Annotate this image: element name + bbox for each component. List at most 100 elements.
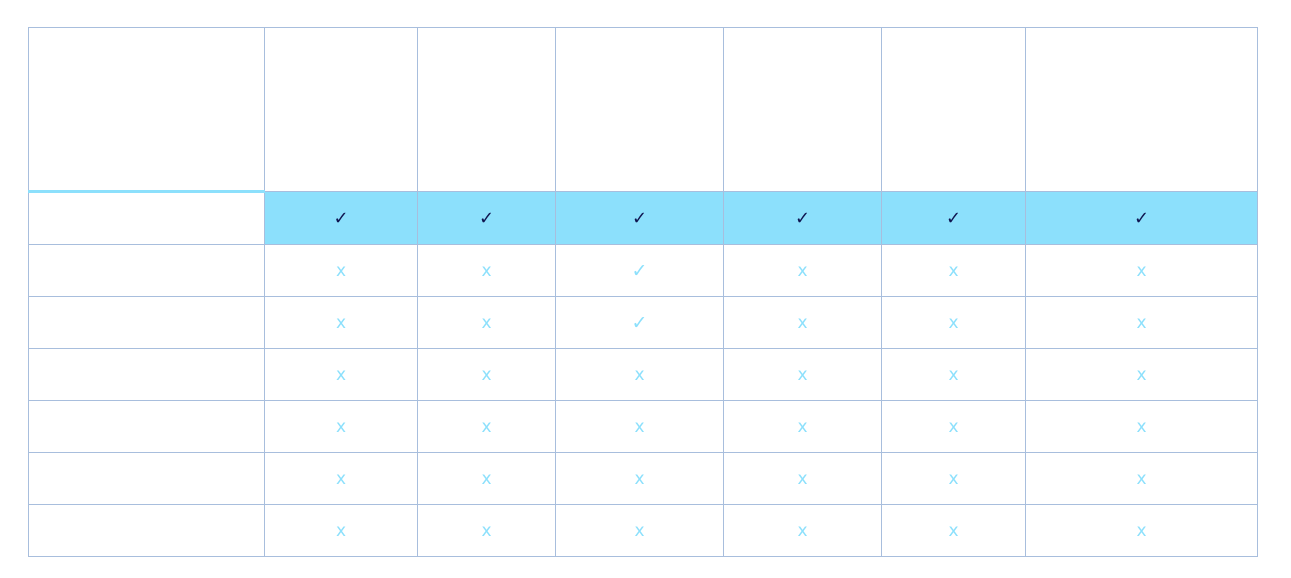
cross-icon: x: [948, 312, 959, 333]
table-row: x x ✓ x x x: [28, 296, 1258, 349]
row-label: [28, 296, 265, 349]
check-icon: ✓: [1133, 207, 1150, 229]
table-cell: x: [881, 452, 1026, 505]
row-label: [28, 190, 265, 245]
cross-icon: x: [481, 364, 492, 385]
cross-icon: x: [481, 260, 492, 281]
table-cell: x: [417, 296, 556, 349]
table-cell: ✓: [555, 244, 724, 297]
cross-icon: x: [335, 416, 347, 437]
table-cell: x: [723, 452, 882, 505]
header-cell-5: [881, 27, 1026, 192]
header-cell-2: [417, 27, 556, 192]
cross-icon: x: [634, 520, 645, 541]
cross-icon: x: [481, 468, 492, 489]
table-row: ✓ ✓ ✓ ✓ ✓ ✓: [28, 190, 1258, 245]
check-icon: ✓: [631, 311, 648, 334]
table-cell: x: [723, 244, 882, 297]
row-label: [28, 400, 265, 453]
cross-icon: x: [797, 312, 808, 333]
table-cell: x: [723, 504, 882, 557]
table-cell: x: [1025, 244, 1258, 297]
table-cell: x: [1025, 504, 1258, 557]
header-cell-label: [28, 27, 265, 192]
table-cell: x: [264, 244, 418, 297]
cross-icon: x: [1136, 312, 1147, 333]
cross-icon: x: [1136, 468, 1147, 489]
table-cell: x: [723, 348, 882, 401]
table-row: x x ✓ x x x: [28, 244, 1258, 297]
table-cell: x: [264, 504, 418, 557]
check-icon: ✓: [631, 207, 648, 229]
cross-icon: x: [481, 520, 492, 541]
table-cell: x: [417, 244, 556, 297]
table-cell: x: [1025, 400, 1258, 453]
cross-icon: x: [1136, 520, 1147, 541]
cross-icon: x: [634, 416, 645, 437]
cross-icon: x: [797, 364, 808, 385]
table-cell: x: [881, 400, 1026, 453]
table-cell: ✓: [1025, 191, 1258, 245]
table-cell: x: [1025, 452, 1258, 505]
check-icon: ✓: [631, 259, 648, 282]
table-cell: ✓: [555, 191, 724, 245]
header-cell-4: [723, 27, 882, 192]
check-icon: ✓: [794, 207, 811, 229]
cross-icon: x: [335, 260, 347, 281]
table-cell: x: [264, 348, 418, 401]
table-cell: x: [417, 452, 556, 505]
table-cell: x: [881, 296, 1026, 349]
table-cell: x: [264, 296, 418, 349]
cross-icon: x: [1136, 416, 1147, 437]
table-cell: x: [881, 504, 1026, 557]
cross-icon: x: [335, 364, 347, 385]
table-cell: x: [555, 348, 724, 401]
cross-icon: x: [481, 312, 492, 333]
cross-icon: x: [797, 520, 808, 541]
table-cell: x: [264, 400, 418, 453]
cross-icon: x: [1136, 364, 1147, 385]
cross-icon: x: [335, 520, 347, 541]
table-cell: x: [417, 400, 556, 453]
row-label: [28, 348, 265, 401]
cross-icon: x: [481, 416, 492, 437]
cross-icon: x: [948, 520, 959, 541]
table-cell: x: [417, 504, 556, 557]
table-cell: x: [555, 400, 724, 453]
cross-icon: x: [948, 260, 959, 281]
table-cell: ✓: [264, 191, 418, 245]
row-label: [28, 452, 265, 505]
row-label: [28, 244, 265, 297]
table-cell: x: [723, 400, 882, 453]
cross-icon: x: [797, 416, 808, 437]
table-cell: ✓: [555, 296, 724, 349]
cross-icon: x: [335, 468, 347, 489]
cross-icon: x: [797, 468, 808, 489]
check-icon: ✓: [478, 207, 495, 229]
cross-icon: x: [948, 364, 959, 385]
table-cell: x: [881, 244, 1026, 297]
table-cell: x: [1025, 348, 1258, 401]
table-cell: x: [417, 348, 556, 401]
cross-icon: x: [948, 468, 959, 489]
header-cell-1: [264, 27, 418, 192]
cross-icon: x: [335, 312, 347, 333]
table-cell: ✓: [881, 191, 1026, 245]
cross-icon: x: [634, 468, 645, 489]
table-cell: x: [264, 452, 418, 505]
header-row: [28, 27, 1258, 192]
cross-icon: x: [634, 364, 645, 385]
table-cell: x: [723, 296, 882, 349]
table-cell: ✓: [723, 191, 882, 245]
table-cell: ✓: [417, 191, 556, 245]
cross-icon: x: [797, 260, 808, 281]
cross-icon: x: [1136, 260, 1147, 281]
check-icon: ✓: [945, 207, 962, 229]
row-label: [28, 504, 265, 557]
check-icon: ✓: [333, 207, 349, 229]
